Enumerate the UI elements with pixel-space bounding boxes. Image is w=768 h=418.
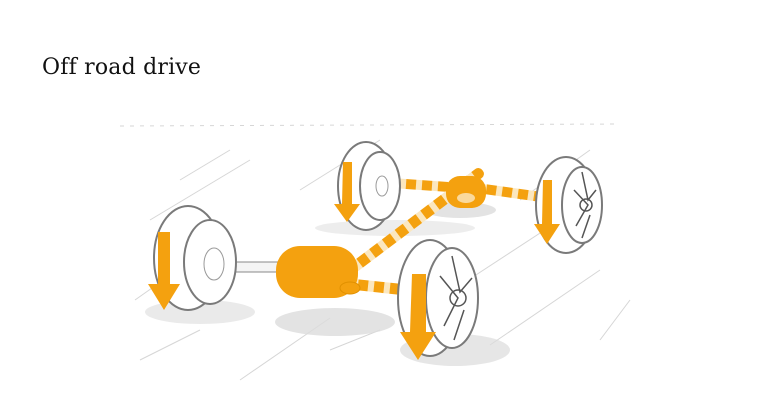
rotation-arrow-icon: [534, 180, 560, 244]
rotation-arrow-icon: [400, 274, 436, 360]
rotation-arrow-icon: [334, 162, 360, 222]
rotation-arrow-icon: [148, 232, 180, 310]
differential-icon: [276, 246, 361, 298]
differential-icon: [446, 176, 486, 208]
page-title: Off road drive: [42, 55, 202, 80]
